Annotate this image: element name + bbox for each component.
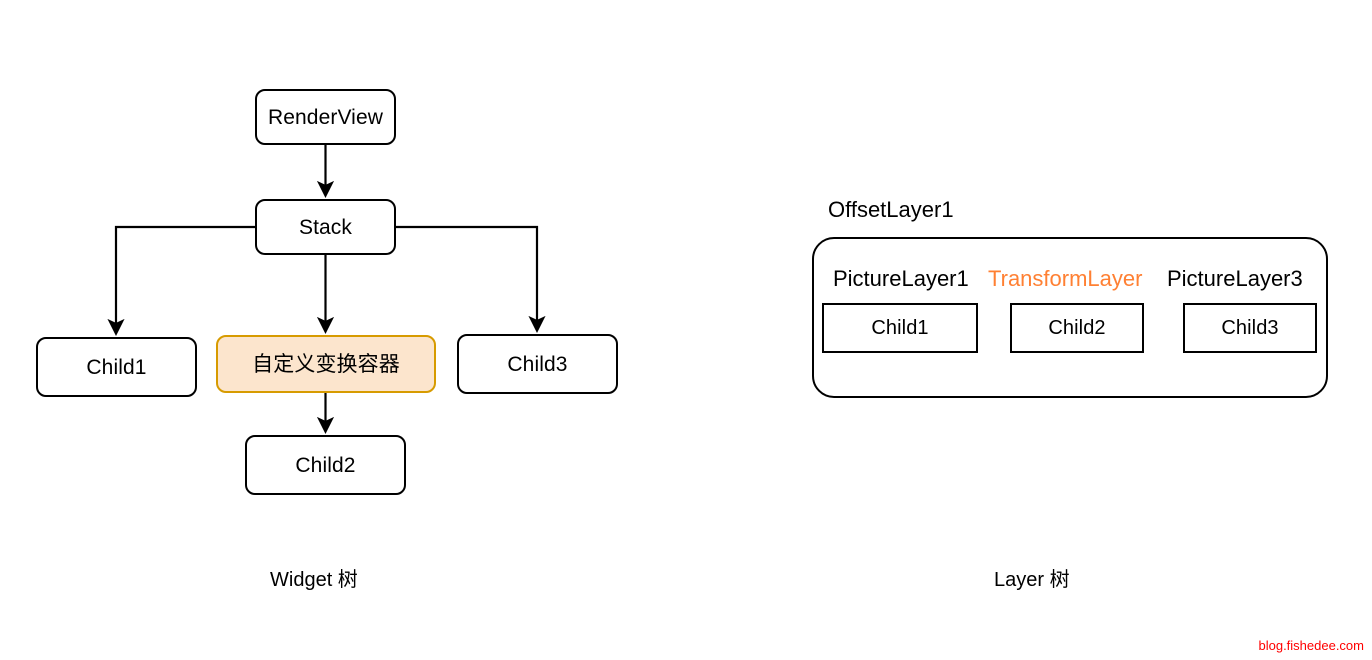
widget-node-child1[interactable]: Child1 <box>36 337 197 397</box>
edge-stack-to-child3 <box>396 225 546 334</box>
layer-box-child1[interactable]: Child1 <box>822 303 978 353</box>
layer-root-label-offsetlayer1: OffsetLayer1 <box>828 197 954 222</box>
layer-box-child3[interactable]: Child3 <box>1183 303 1317 353</box>
widget-node-stack[interactable]: Stack <box>255 199 396 255</box>
layer-label-transformlayer: TransformLayer <box>988 266 1143 291</box>
layer-tree-caption: Layer 树 <box>994 569 1070 591</box>
widget-node-child3[interactable]: Child3 <box>457 334 618 394</box>
widget-tree-caption: Widget 树 <box>270 569 358 591</box>
widget-node-custom-transform-container[interactable]: 自定义变换容器 <box>216 335 436 393</box>
layer-label-picturelayer3: PictureLayer3 <box>1167 266 1303 291</box>
widget-node-child2[interactable]: Child2 <box>245 435 406 495</box>
layer-label-picturelayer1: PictureLayer1 <box>833 266 969 291</box>
layer-box-child2[interactable]: Child2 <box>1010 303 1144 353</box>
watermark: blog.fishedee.com <box>1258 638 1364 653</box>
edge-stack-to-child1 <box>107 225 255 337</box>
widget-node-renderview[interactable]: RenderView <box>255 89 396 145</box>
